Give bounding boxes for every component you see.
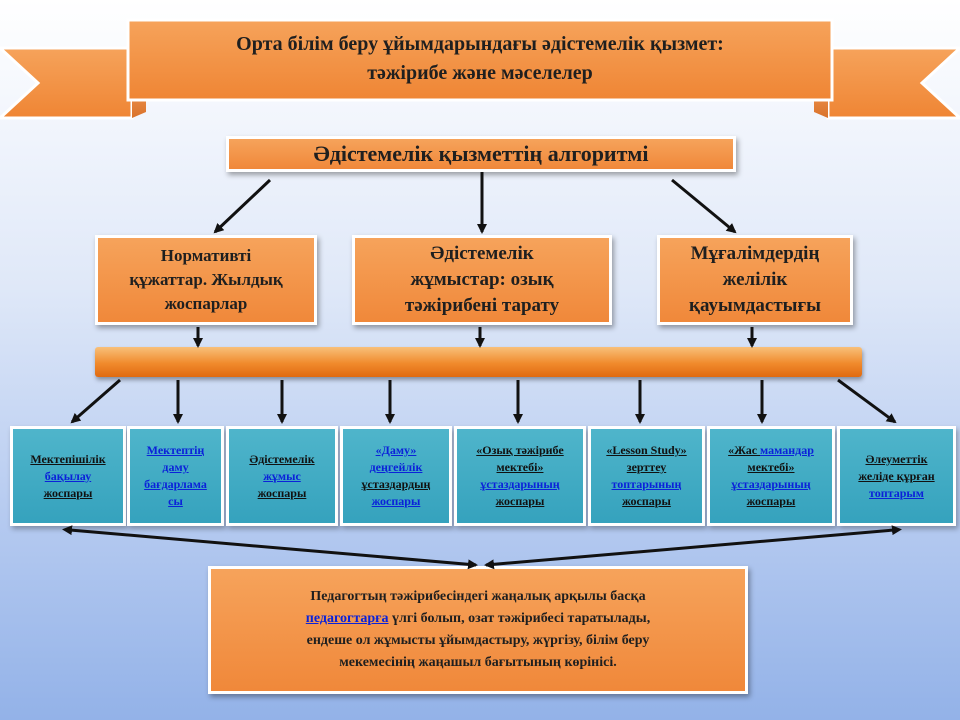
summary-line-1: Педагогтың тәжірибесіндегі жаңалық арқыл… [310, 589, 646, 604]
plan-6-line-1: «Lesson Study» [606, 443, 687, 457]
plan-2-line-3[interactable]: бағдарлама [144, 477, 207, 491]
title-line-1: Орта білім беру ұйымдарындағы әдістемелі… [236, 33, 724, 55]
summary-line-2: үлгі болып, озат тәжірибесі таратылады, [388, 611, 651, 626]
plan-internal-control[interactable]: Мектепішілік бақылау жоспары [10, 426, 126, 526]
title-ribbon [0, 18, 960, 120]
plan-6-link[interactable]: топтарының [611, 477, 682, 491]
arrow-summary-right [484, 525, 902, 570]
summary-teachers-link[interactable]: педагогтарға [305, 611, 389, 626]
plan-8-line-2: желіде құрған [858, 468, 935, 483]
category-normative-docs: Нормативті құжаттар. Жылдық жоспарлар [95, 235, 317, 325]
plan-7-link-1[interactable]: мамандар [760, 443, 814, 457]
connector-bar [95, 347, 862, 377]
plan-7-line-1a: «Жас [728, 443, 761, 457]
plan-4-line-2[interactable]: деңгейлік [369, 460, 423, 474]
category-methodical-work: Әдістемелік жұмыстар: озық тәжірибені та… [352, 235, 612, 325]
plan-2-line-2[interactable]: даму [162, 460, 189, 474]
category-1-line-1: Нормативті [160, 246, 252, 265]
plan-4-line-3: ұстаздардың [361, 477, 431, 491]
title-line-2: тәжірибе және мәселелер [367, 62, 593, 84]
plan-social-network[interactable]: Әлеуметтік желіде құрған топтарым [837, 426, 956, 526]
plan-5-link[interactable]: ұстаздарының [480, 477, 560, 491]
plan-7-line-4: жоспары [746, 494, 796, 508]
plan-5-line-4: жоспары [495, 494, 545, 508]
plan-1-line-3: жоспары [43, 485, 93, 500]
plan-school-development[interactable]: Мектептің даму бағдарлама сы [127, 426, 224, 526]
plan-6-line-4: жоспары [622, 494, 671, 508]
plan-2-line-4[interactable]: сы [168, 494, 183, 508]
category-1-line-2: құжаттар. Жылдық [129, 270, 283, 289]
algorithm-title-box: Әдістемелік қызметтің алгоритмі [226, 136, 736, 172]
plan-8-link[interactable]: топтарым [869, 485, 924, 500]
ribbon-main [126, 18, 834, 102]
plan-methodical-work[interactable]: Әдістемелік жұмыс жоспары [226, 426, 338, 526]
plan-7-link-2[interactable]: ұстаздарының [731, 477, 811, 491]
plan-8-line-1: Әлеуметтік [865, 451, 928, 466]
plan-3-line-3: жоспары [257, 485, 307, 500]
plan-5-line-2: мектебі» [496, 460, 544, 474]
arrow-bar-to-plan-8 [837, 378, 897, 424]
plan-4-line-4[interactable]: жоспары [371, 494, 421, 508]
plan-damu-teachers[interactable]: «Даму» деңгейлік ұстаздардың жоспары [340, 426, 452, 526]
algorithm-title: Әдістемелік қызметтің алгоритмі [313, 141, 649, 166]
category-3-line-2: желілік [722, 269, 788, 290]
category-1-line-3: жоспарлар [164, 294, 248, 313]
plan-4-line-1[interactable]: «Даму» [375, 443, 417, 457]
category-teachers-network: Мұғалімдердің желілік қауымдастығы [657, 235, 853, 325]
arrow-summary-left [62, 525, 478, 570]
category-3-line-3: қауымдастығы [689, 295, 821, 316]
plan-5-line-1: «Озық тәжірибе [476, 443, 564, 457]
plan-1-line-1: Мектепішілік [30, 451, 106, 466]
plan-best-practice-school[interactable]: «Озық тәжірибе мектебі» ұстаздарының жос… [454, 426, 586, 526]
plan-3-line-1: Әдістемелік [249, 451, 315, 466]
summary-box: Педагогтың тәжірибесіндегі жаңалық арқыл… [208, 566, 748, 694]
plan-1-link[interactable]: бақылау [44, 468, 92, 483]
category-2-line-3: тәжірибені тарату [404, 295, 560, 316]
arrow-algo-to-cat-1 [213, 178, 272, 234]
category-2-line-1: Әдістемелік [430, 243, 534, 264]
plan-lesson-study[interactable]: «Lesson Study» зерттеу топтарының жоспар… [588, 426, 705, 526]
plan-2-line-1[interactable]: Мектептің [146, 443, 205, 457]
plan-6-line-2: зерттеу [626, 460, 667, 474]
ribbon-left-tail [0, 46, 134, 120]
ribbon-right-tail [826, 46, 960, 120]
page-title: Орта білім беру ұйымдарындағы әдістемелі… [140, 26, 820, 92]
plan-7-line-2: мектебі» [747, 460, 795, 474]
plan-3-link[interactable]: жұмыс [263, 468, 301, 483]
category-2-line-2: жұмыстар: озық [410, 269, 554, 290]
summary-line-3: ендеше ол жұмысты ұйымдастыру, жүргізу, … [306, 633, 650, 648]
arrow-bar-to-plan-1 [70, 378, 121, 424]
arrow-algo-to-cat-3 [671, 178, 737, 234]
plan-young-specialists[interactable]: «Жас мамандар мектебі» ұстаздарының жосп… [707, 426, 835, 526]
summary-line-4: мекемесінің жаңашыл бағытының көрінісі. [339, 655, 617, 670]
category-3-line-1: Мұғалімдердің [690, 243, 820, 264]
